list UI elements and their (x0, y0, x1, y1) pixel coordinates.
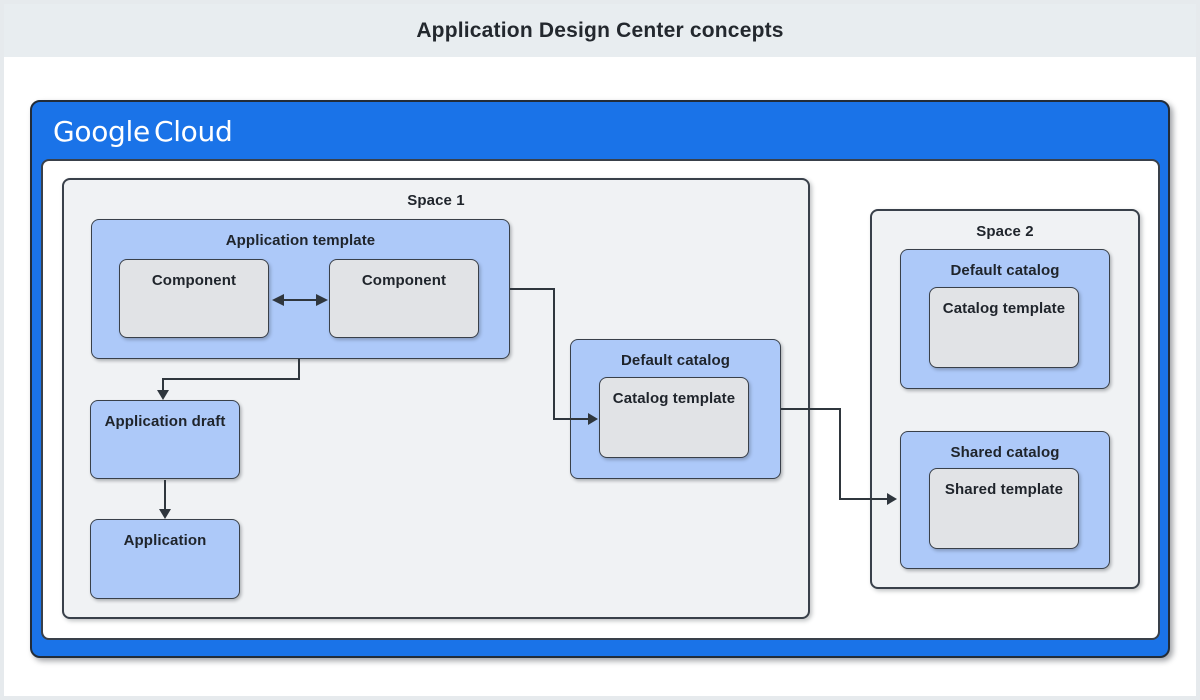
space-2-label: Space 2 (976, 223, 1034, 240)
space-1-label: Space 1 (407, 192, 465, 209)
application-draft-box: Application draft (90, 400, 240, 479)
space1-default-catalog-label: Default catalog (620, 352, 731, 369)
title-bar: Application Design Center concepts (4, 4, 1196, 57)
component-2-label: Component (361, 272, 447, 289)
logo-cloud-text: Cloud (153, 115, 233, 148)
component-box-2: Component (329, 259, 479, 338)
space2-default-catalog-label: Default catalog (950, 262, 1060, 279)
shared-template-box: Shared template (929, 468, 1079, 549)
component-box-1: Component (119, 259, 269, 338)
component-1-label: Component (151, 272, 237, 289)
shared-template-label: Shared template (944, 481, 1064, 498)
application-template-box: Application template Component Component (91, 219, 510, 359)
application-template-label: Application template (225, 232, 376, 249)
application-draft-label: Application draft (104, 413, 226, 430)
space2-default-catalog-box: Default catalog Catalog template (900, 249, 1110, 389)
space-1-panel: Space 1 Application template Component C… (62, 178, 810, 619)
space2-catalog-template-box: Catalog template (929, 287, 1079, 368)
application-box: Application (90, 519, 240, 599)
space1-catalog-template-box: Catalog template (599, 377, 749, 458)
space-2-panel: Space 2 Default catalog Catalog template… (870, 209, 1140, 589)
space2-catalog-template-label: Catalog template (942, 300, 1066, 317)
space1-default-catalog-box: Default catalog Catalog template (570, 339, 781, 479)
page-title: Application Design Center concepts (416, 18, 784, 42)
logo-google-text: Google (53, 115, 150, 148)
space1-catalog-template-label: Catalog template (612, 390, 736, 407)
application-label: Application (123, 532, 207, 549)
shared-catalog-box: Shared catalog Shared template (900, 431, 1110, 569)
shared-catalog-label: Shared catalog (950, 444, 1060, 461)
project-container: Space 1 Application template Component C… (41, 159, 1160, 640)
